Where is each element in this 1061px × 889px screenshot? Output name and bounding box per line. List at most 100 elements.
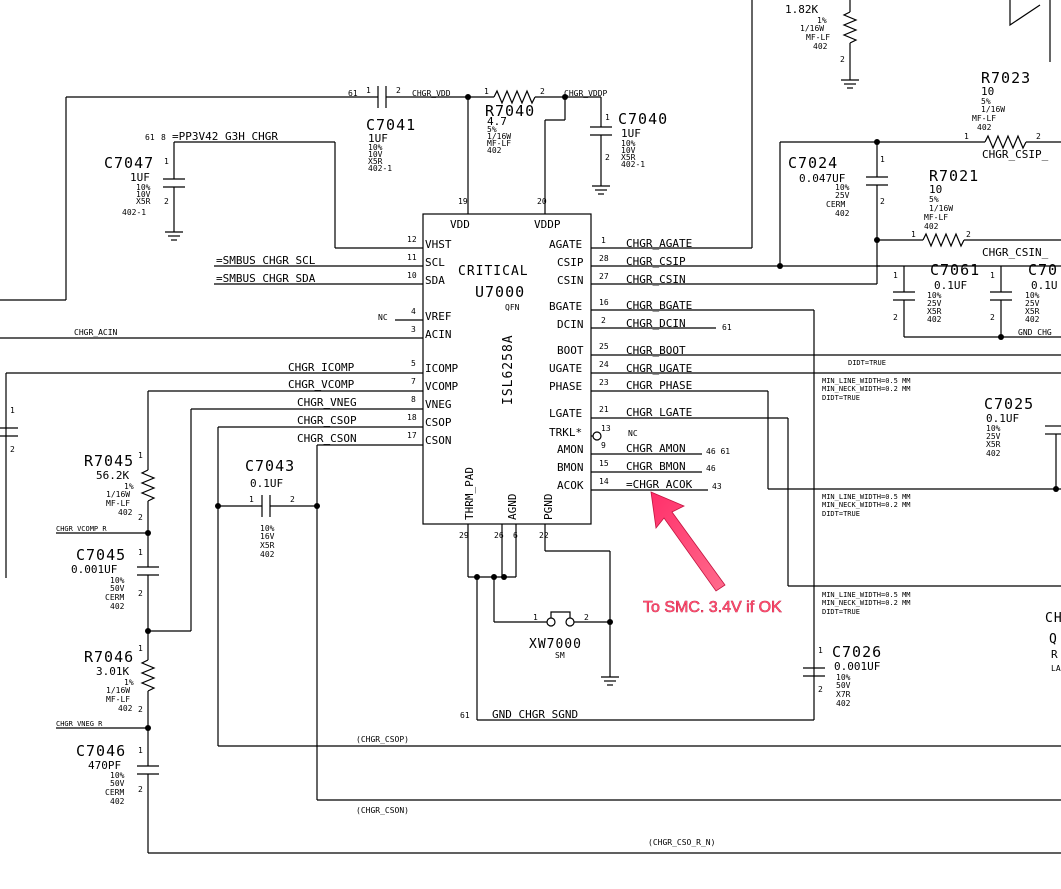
min-line-1: MIN_LINE_WIDTH=0.5 MM: [822, 377, 911, 385]
pin-csip-num: 28: [599, 254, 609, 263]
c7025-ref: C7025: [984, 395, 1034, 413]
edge-q-line2: R: [1051, 648, 1058, 661]
pin-agate-label: AGATE: [549, 238, 582, 251]
svg-text:1: 1: [911, 230, 916, 239]
pin-bmon-label: BMON: [557, 461, 584, 474]
r7046-pkg: 402: [118, 704, 133, 713]
r7045-group: 1 2 R7045 56.2K 1% 1/16W MF-LF 402 CHGR_…: [56, 391, 156, 567]
ic-body: [422, 213, 592, 525]
net-vref-nc: NC: [378, 313, 388, 322]
c7047-tol: 10%: [136, 183, 151, 192]
c7045-group: 1 2 C7045 0.001UF 10% 50V CERM 402: [71, 546, 159, 660]
svg-text:2: 2: [880, 197, 885, 206]
c7045-diel: CERM: [105, 593, 124, 602]
svg-text:2: 2: [290, 495, 295, 504]
c7024-value: 0.047UF: [799, 172, 845, 185]
ic-right-pins: AGATE CSIP CSIN BGATE DCIN BOOT UGATE PH…: [549, 236, 611, 492]
bottom-ground: 1 2 XW7000 SM 61 GND_CHGR_SGND: [460, 524, 814, 721]
net-csin-right: CHGR_CSIN_: [982, 246, 1049, 259]
pin-vcomp-num: 7: [411, 377, 416, 386]
net-lgate: CHGR_LGATE: [626, 406, 692, 419]
c7025-value: 0.1UF: [986, 412, 1019, 425]
pin-vhst-num: 12: [407, 235, 417, 244]
edge-q-line3: LA: [1051, 664, 1061, 673]
xw7000-type: SM: [555, 651, 565, 660]
c7046-diel: CERM: [105, 788, 124, 797]
pin-thrm-num: 29: [459, 531, 469, 540]
net-csip-right: CHGR_CSIP_: [982, 148, 1049, 161]
pin-agnd26-num: 26: [494, 531, 504, 540]
pin-vhst-label: VHST: [425, 238, 452, 251]
c7040-tol: 10%: [621, 139, 636, 148]
pin-pgnd-num: 22: [539, 531, 549, 540]
c7045-pkg: 402: [110, 602, 125, 611]
net-acok-page: 43: [712, 482, 722, 491]
net-bmon-page: 46: [706, 464, 716, 473]
r7046-type: MF-LF: [106, 695, 130, 704]
r7046-value: 3.01K: [96, 665, 129, 678]
net-amon-page: 46 61: [706, 447, 730, 456]
net-chgr-vddp: CHGR_VDDP: [564, 89, 608, 98]
ic-critical-label: CRITICAL: [458, 264, 529, 279]
net-bgate: CHGR_BGATE: [626, 299, 692, 312]
pp3v42-offpage: 61: [145, 133, 155, 142]
c7024-tol: 10%: [835, 183, 850, 192]
net-csip: CHGR_CSIP: [626, 255, 686, 268]
min-line-3: MIN_LINE_WIDTH=0.5 MM: [822, 591, 911, 599]
pin-agate-num: 1: [601, 236, 606, 245]
c7040-volt: 10V: [621, 146, 636, 155]
svg-text:1: 1: [880, 155, 885, 164]
pin-ugate-num: 24: [599, 360, 609, 369]
c7041-value: 1UF: [368, 132, 388, 145]
pin-lgate-label: LGATE: [549, 407, 582, 420]
pin-bgate-num: 16: [599, 298, 609, 307]
c7040-value: 1UF: [621, 127, 641, 140]
svg-text:1: 1: [164, 157, 169, 166]
didt-2: DIDT=TRUE: [822, 510, 860, 518]
c7062-ref: C70: [1028, 261, 1058, 279]
net-gnd-sgnd: GND_CHGR_SGND: [492, 708, 578, 721]
didt-1: DIDT=TRUE: [822, 394, 860, 402]
pin-trkl-num: 13: [601, 424, 611, 433]
svg-text:1: 1: [138, 548, 143, 557]
pin-dcin-label: DCIN: [557, 318, 584, 331]
net-sda: =SMBUS_CHGR_SDA: [216, 272, 316, 285]
svg-text:2: 2: [138, 589, 143, 598]
pin-amon-num: 9: [601, 441, 606, 450]
net-amon: CHGR_AMON: [626, 442, 686, 455]
net-bmon: CHGR_BMON: [626, 460, 686, 473]
c7043-ref: C7043: [245, 457, 295, 475]
c7026-ref: C7026: [832, 643, 882, 661]
net-ugate: CHGR_UGATE: [626, 362, 692, 375]
c7047-ref: C7047: [104, 154, 154, 172]
pin-icomp-label: ICOMP: [425, 362, 458, 375]
svg-text:2: 2: [966, 230, 971, 239]
c7041-tol: 10%: [368, 143, 383, 152]
r7021-power: 1/16W: [929, 204, 953, 213]
c7046-volt: 50V: [110, 779, 125, 788]
c7024-volt: 25V: [835, 191, 850, 200]
r7045-type: MF-LF: [106, 499, 130, 508]
c7026-tol: 10%: [836, 673, 851, 682]
net-boot: CHGR_BOOT: [626, 344, 686, 357]
pin-boot-num: 25: [599, 342, 609, 351]
r7046-power: 1/16W: [106, 686, 130, 695]
rtop-type: MF-LF: [806, 33, 830, 42]
c7041-offpage: 61: [348, 89, 358, 98]
edge-q-line1: Q: [1049, 632, 1058, 647]
net-agate: CHGR_AGATE: [626, 237, 692, 250]
sgnd-offpage: 61: [460, 711, 470, 720]
c7024-ref: C7024: [788, 154, 838, 172]
c7061-group: 1 2 1 2 C7061 0.1UF 10% 25V X5R 402 C70 …: [877, 261, 1061, 340]
svg-text:2: 2: [1036, 132, 1041, 141]
pp3v42-pin: 8: [161, 133, 166, 142]
c7025-group: C7025 0.1UF 10% 25V X5R 402: [984, 395, 1061, 492]
r7023-pkg: 402: [977, 123, 992, 132]
r7040-type: MF-LF: [487, 139, 511, 148]
c7041-ref: C7041: [366, 116, 416, 134]
edge-cap-left: 1 2: [0, 406, 18, 454]
pin-bgate-label: BGATE: [549, 300, 582, 313]
c7045-tol: 10%: [110, 576, 125, 585]
pin-vddp-num: 20: [537, 197, 547, 206]
